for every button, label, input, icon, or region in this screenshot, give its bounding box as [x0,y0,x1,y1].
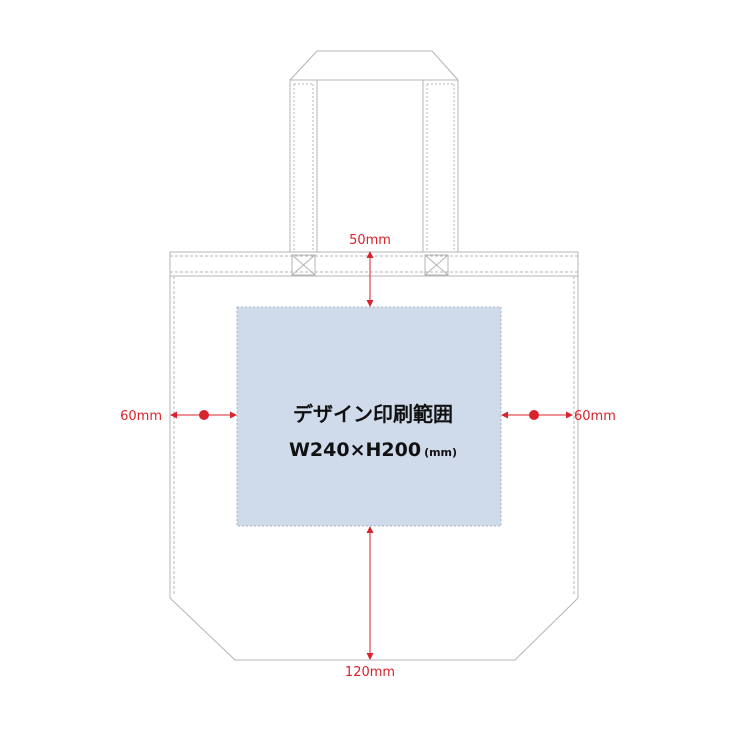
right-margin-label: 60mm [574,409,616,424]
attachment-box [291,254,316,276]
print-area-unit: (mm) [424,446,457,459]
handle-outer-outline [289,50,459,276]
attachment-cross [424,254,449,276]
right-arrow-head [501,411,508,419]
handle-attachment-right [424,254,449,276]
bottom-arrow-head [366,653,374,660]
left-dimension-dot [199,410,209,420]
right-dimension-dot [529,410,539,420]
bag-handle [289,50,459,276]
print-area-size-line: W240×H200(mm) [289,439,457,461]
top-margin-dimension [366,251,374,307]
print-area [236,306,502,527]
left-arrow-head [170,411,177,419]
left-margin-label: 60mm [120,409,162,424]
bottom-arrow-head [366,526,374,533]
handle-attachment-left [291,254,316,276]
right-margin-dimension [501,410,573,420]
left-margin-dimension [170,410,237,420]
left-arrow-head [230,411,237,419]
attachment-box [424,254,449,276]
attachment-cross [291,254,316,276]
right-arrow-head [566,411,573,419]
print-area-size: W240×H200 [289,439,421,461]
bottom-margin-dimension [366,526,374,660]
print-area-title: デザイン印刷範囲 [293,402,453,426]
top-margin-label: 50mm [349,233,391,248]
top-arrow-head [366,251,374,258]
top-arrow-head [366,300,374,307]
bottom-margin-label: 120mm [345,665,395,680]
